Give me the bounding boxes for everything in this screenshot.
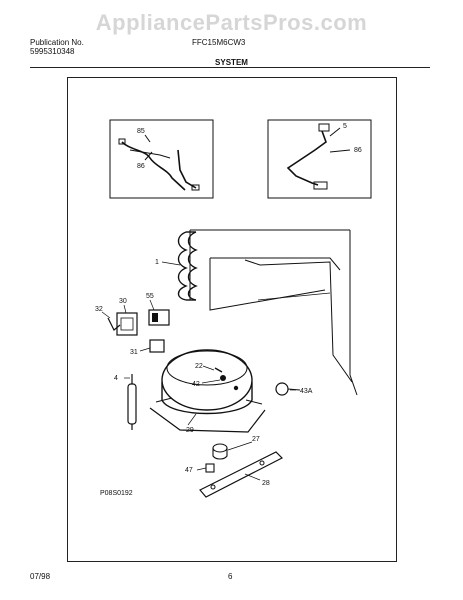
callout-4: 4 (114, 375, 118, 382)
callout-1: 1 (155, 259, 159, 266)
header-rule (30, 67, 430, 68)
callout-28: 28 (262, 480, 270, 487)
figure-id: P08S0192 (100, 490, 133, 497)
callout-22: 22 (195, 363, 203, 370)
callout-47: 47 (185, 467, 193, 474)
section-title: SYSTEM (215, 58, 248, 67)
callout-27: 27 (252, 436, 260, 443)
callout-5: 5 (343, 123, 347, 130)
callout-86-right: 86 (354, 147, 362, 154)
footer-page-number: 6 (228, 572, 233, 581)
footer-date: 07/98 (30, 572, 51, 581)
diagram-frame (67, 77, 397, 562)
callout-31: 31 (130, 349, 138, 356)
callout-55: 55 (146, 293, 154, 300)
callout-32: 32 (95, 306, 103, 313)
inset-harness-left (109, 119, 214, 199)
publication-number: 5995310348 (30, 47, 75, 56)
model-number: FFC15M6CW3 (192, 38, 246, 47)
callout-30: 30 (119, 298, 127, 305)
callout-85-top: 85 (137, 128, 145, 135)
callout-29: 29 (186, 427, 194, 434)
callout-86-left: 86 (137, 163, 145, 170)
publication-label: Publication No. (30, 38, 84, 47)
callout-42: 42 (192, 381, 200, 388)
inset-harness-right (267, 119, 372, 199)
callout-43a: 43A (300, 388, 313, 395)
watermark-logo: AppliancePartsPros.com (95, 10, 368, 35)
